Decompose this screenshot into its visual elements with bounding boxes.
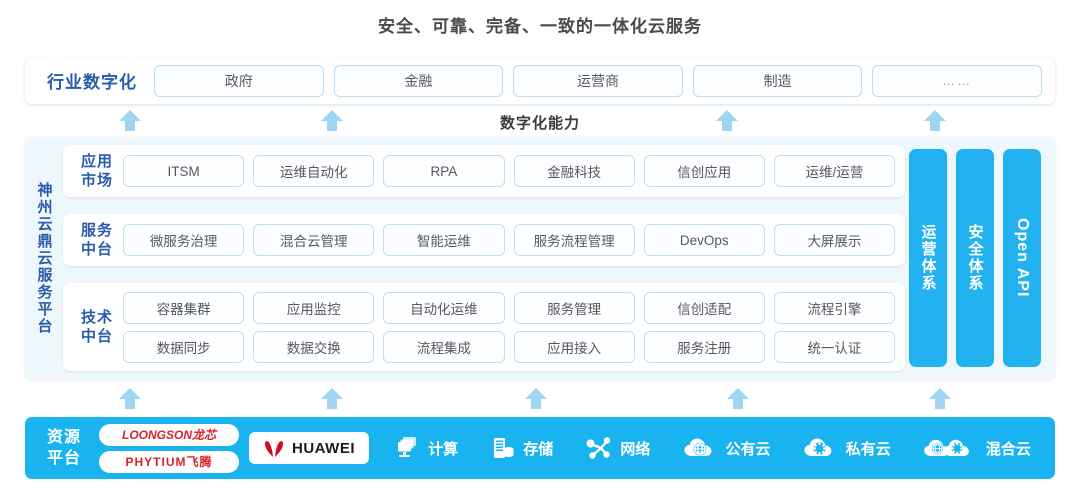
cell-intelligent-ops[interactable]: 智能运维 (383, 224, 505, 256)
band-label-technical-platform: 技术 中台 (71, 308, 123, 346)
cell-service-registration[interactable]: 服务注册 (643, 330, 765, 363)
vertical-pillar-group: 运营体系 安全体系 Open API (905, 137, 1055, 379)
resource-platform-label: 资源 平台 (33, 427, 95, 469)
industry-item-operator[interactable]: 运营商 (513, 64, 683, 97)
pillar-open-api[interactable]: Open API (1003, 149, 1041, 367)
resource-item-list: 计算 存储 (379, 417, 1047, 479)
cell-process-integration[interactable]: 流程集成 (383, 330, 505, 363)
resource-label-line2: 平台 (46, 450, 81, 467)
resource-label-line1: 资源 (46, 429, 81, 446)
cell-data-sync[interactable]: 数据同步 (123, 330, 245, 363)
cell-microservice-governance[interactable]: 微服务治理 (123, 224, 245, 256)
cloud-service-platform-panel: 神州云鼎云服务平台 应用 市场 ITSM 运维自动化 RPA 金融科技 信创应用… (25, 137, 1055, 379)
cell-service-management[interactable]: 服务管理 (513, 291, 635, 324)
cell-automated-ops[interactable]: 自动化运维 (383, 291, 505, 324)
page-title: 安全、可靠、完备、一致的一体化云服务 (378, 17, 702, 36)
band-label-line2: 中台 (80, 241, 113, 258)
industry-digitalization-row: 行业数字化 政府 金融 运营商 制造 …… (25, 57, 1055, 104)
huawei-flower-icon (264, 441, 284, 457)
cell-ops-operation[interactable]: 运维/运营 (773, 155, 896, 187)
band-label-line2: 市场 (80, 172, 113, 189)
industry-item-finance[interactable]: 金融 (333, 64, 504, 97)
capability-caption: 数字化能力 (499, 115, 580, 132)
cell-container-cluster[interactable]: 容器集群 (123, 291, 245, 324)
resource-item-network-label: 网络 (620, 440, 651, 458)
loongson-logo: LOONGSON龙芯 (99, 423, 239, 446)
phytium-logo: PHYTIUM飞腾 (99, 450, 239, 473)
industry-item-government[interactable]: 政府 (154, 64, 324, 97)
cell-xinchuang-adaptation[interactable]: 信创适配 (643, 291, 765, 324)
platform-band-stack: 应用 市场 ITSM 运维自动化 RPA 金融科技 信创应用 运维/运营 服务 … (63, 137, 905, 379)
band-service-middle-platform: 服务 中台 微服务治理 混合云管理 智能运维 服务流程管理 DevOps 大屏展… (63, 214, 905, 266)
resource-item-private-cloud-label: 私有云 (845, 440, 891, 458)
network-icon (586, 437, 611, 459)
private-cloud-icon (804, 438, 832, 456)
cell-itsm[interactable]: ITSM (123, 155, 245, 187)
cell-hybrid-cloud-management[interactable]: 混合云管理 (253, 224, 375, 256)
resource-item-public-cloud-label: 公有云 (725, 440, 771, 458)
resource-item-private-cloud[interactable]: 私有云 (803, 435, 891, 461)
cell-application-monitoring[interactable]: 应用监控 (253, 291, 375, 324)
band-label-line2: 中台 (80, 328, 113, 345)
resource-platform-bar: 资源 平台 LOONGSON龙芯 PHYTIUM飞腾 HUAWEI 计算 (25, 417, 1055, 479)
cell-large-screen-display[interactable]: 大屏展示 (773, 224, 896, 256)
band-label-line1: 服务 (80, 222, 113, 239)
band-label-service-platform: 服务 中台 (71, 221, 123, 259)
cell-data-exchange[interactable]: 数据交换 (253, 330, 375, 363)
cell-unified-authentication[interactable]: 统一认证 (773, 330, 896, 363)
cpu-vendor-chip-group: LOONGSON龙芯 PHYTIUM飞腾 (95, 423, 243, 473)
huawei-logo: HUAWEI (249, 432, 369, 464)
cell-service-process-management[interactable]: 服务流程管理 (513, 224, 635, 256)
band-application-market: 应用 市场 ITSM 运维自动化 RPA 金融科技 信创应用 运维/运营 (63, 145, 905, 197)
pillar-security-system[interactable]: 安全体系 (956, 149, 994, 367)
resource-item-compute[interactable]: 计算 (395, 435, 458, 461)
resource-item-network[interactable]: 网络 (585, 435, 650, 461)
resource-item-storage[interactable]: 存储 (490, 435, 553, 461)
industry-item-manufacturing[interactable]: 制造 (692, 64, 863, 97)
cell-devops[interactable]: DevOps (643, 224, 765, 256)
public-cloud-icon (684, 438, 711, 456)
cell-application-access[interactable]: 应用接入 (513, 330, 635, 363)
compute-icon (398, 437, 417, 457)
cell-xinchuang-app[interactable]: 信创应用 (643, 155, 765, 187)
cell-ops-automation[interactable]: 运维自动化 (253, 155, 375, 187)
resource-item-public-cloud[interactable]: 公有云 (683, 435, 771, 461)
resource-item-hybrid-cloud-label: 混合云 (985, 440, 1031, 458)
band-label-application-market: 应用 市场 (71, 152, 123, 190)
cell-process-engine[interactable]: 流程引擎 (773, 291, 896, 324)
band-label-line1: 应用 (80, 153, 113, 170)
platform-vertical-label: 神州云鼎云服务平台 (35, 181, 53, 335)
industry-item-more[interactable]: …… (872, 64, 1042, 97)
cell-rpa[interactable]: RPA (383, 155, 505, 187)
storage-icon (494, 438, 514, 458)
cell-fintech[interactable]: 金融科技 (513, 155, 635, 187)
resource-item-storage-label: 存储 (523, 440, 554, 458)
resource-item-compute-label: 计算 (428, 440, 459, 458)
band-technical-middle-platform: 技术 中台 容器集群 应用监控 自动化运维 服务管理 信创适配 流程引擎 数据同… (63, 283, 905, 371)
pillar-operation-system[interactable]: 运营体系 (909, 149, 947, 367)
resource-item-hybrid-cloud[interactable]: 混合云 (923, 435, 1031, 461)
hybrid-cloud-icon (924, 439, 969, 456)
huawei-wordmark: HUAWEI (292, 439, 355, 457)
industry-row-label: 行业数字化 (47, 73, 137, 92)
band-label-line1: 技术 (80, 309, 113, 326)
